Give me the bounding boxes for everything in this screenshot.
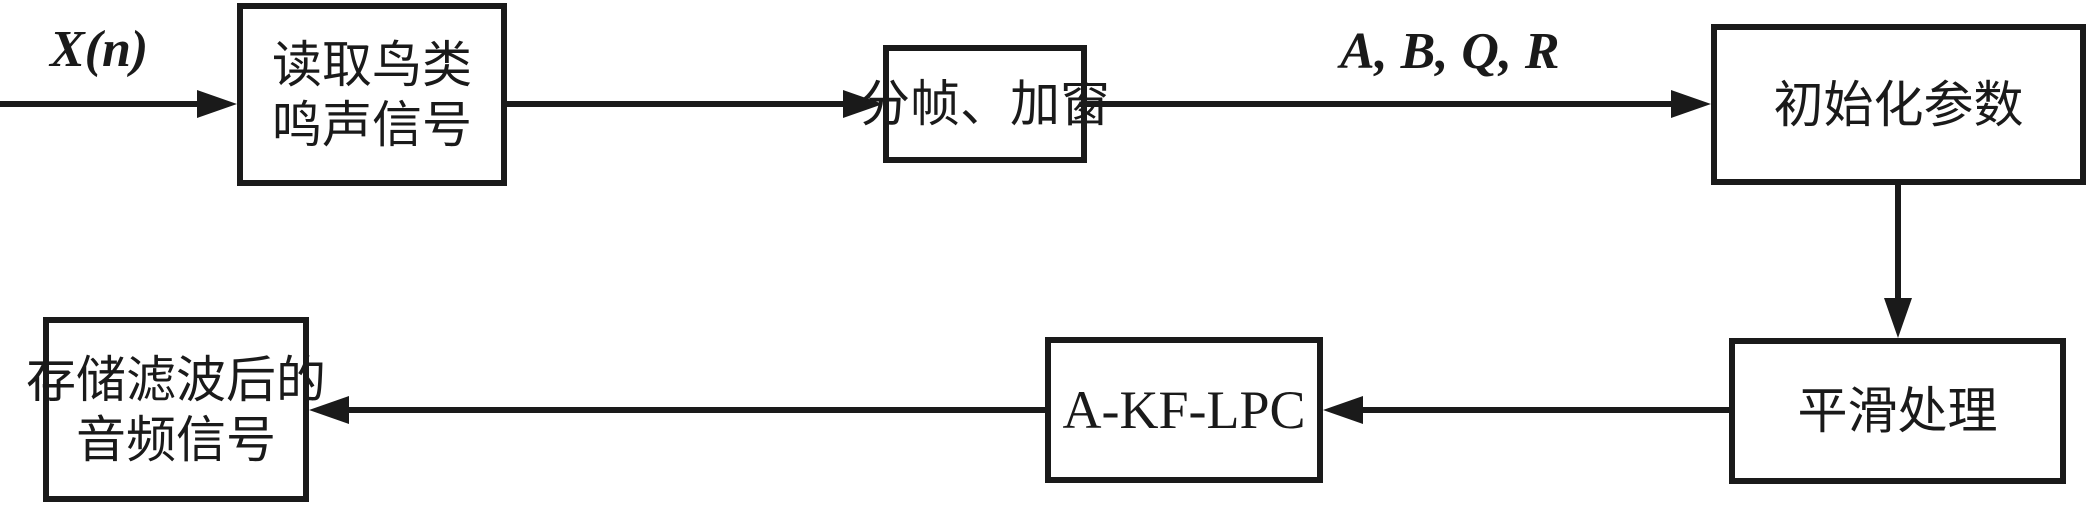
node-store-line-2: 音频信号 (76, 410, 276, 469)
node-smooth-line-1: 平滑处理 (1797, 382, 1998, 440)
arrowhead-init-smooth (1884, 298, 1912, 338)
arrowhead-read-frame (843, 90, 883, 118)
node-frame-window[interactable]: 分帧、加窗 (860, 45, 1110, 163)
node-read-line-1: 读取鸟类 (272, 35, 472, 94)
node-init-line-1: 初始化参数 (1773, 75, 2024, 134)
arrowhead-smooth-akflpc (1323, 396, 1363, 424)
node-init-params[interactable]: 初始化参数 (1711, 24, 2086, 185)
arrowhead-input-read (197, 90, 237, 118)
params-text: A, B, Q, R (1340, 23, 1560, 80)
arrowhead-frame-init (1671, 90, 1711, 118)
arrowhead-akflpc-store (309, 396, 349, 424)
node-akflpc-line-1: A-KF-LPC (1062, 380, 1306, 440)
node-store-line-1: 存储滤波后的 (26, 350, 326, 409)
node-akflpc[interactable]: A-KF-LPC (1045, 337, 1323, 483)
node-smooth[interactable]: 平滑处理 (1729, 338, 2066, 484)
input-signal-label: X(n) (50, 20, 148, 79)
node-read-line-2: 鸣声信号 (272, 95, 472, 154)
params-label: A, B, Q, R (1340, 22, 1560, 81)
input-signal-text: X(n) (50, 21, 149, 78)
node-store-audio[interactable]: 存储滤波后的 音频信号 (26, 317, 326, 502)
node-frame-line-1: 分帧、加窗 (860, 75, 1110, 133)
node-read-signal[interactable]: 读取鸟类 鸣声信号 (237, 3, 507, 186)
